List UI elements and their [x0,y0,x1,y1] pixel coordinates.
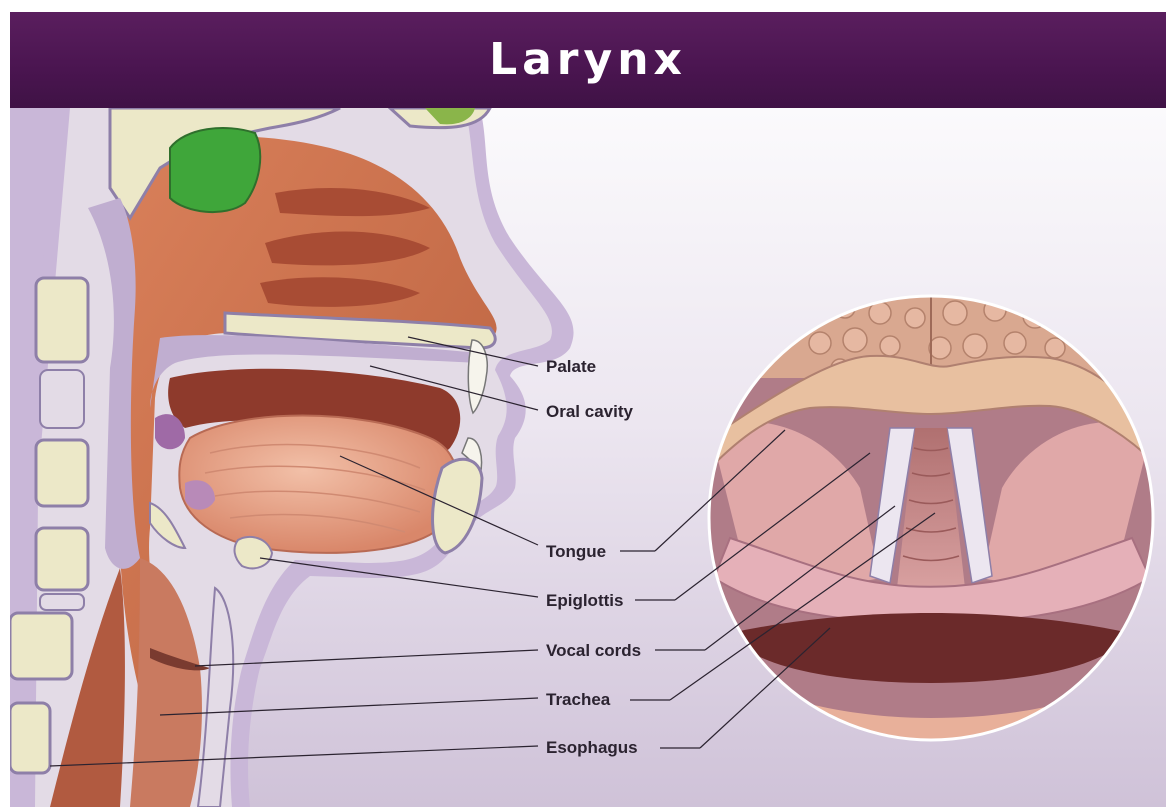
diagram-title: Larynx [10,38,1166,82]
label-oral-cavity: Oral cavity [546,403,633,420]
head-section [10,108,574,807]
laryngoscope-view [700,288,1166,758]
label-vocal-cords: Vocal cords [546,642,641,659]
label-palate: Palate [546,358,596,375]
illustration-area: Palate Oral cavity Tongue Epiglottis Voc… [10,108,1166,807]
title-banner: Larynx [10,12,1166,108]
label-tongue: Tongue [546,543,606,560]
label-trachea: Trachea [546,691,610,708]
label-esophagus: Esophagus [546,739,638,756]
label-epiglottis: Epiglottis [546,592,623,609]
